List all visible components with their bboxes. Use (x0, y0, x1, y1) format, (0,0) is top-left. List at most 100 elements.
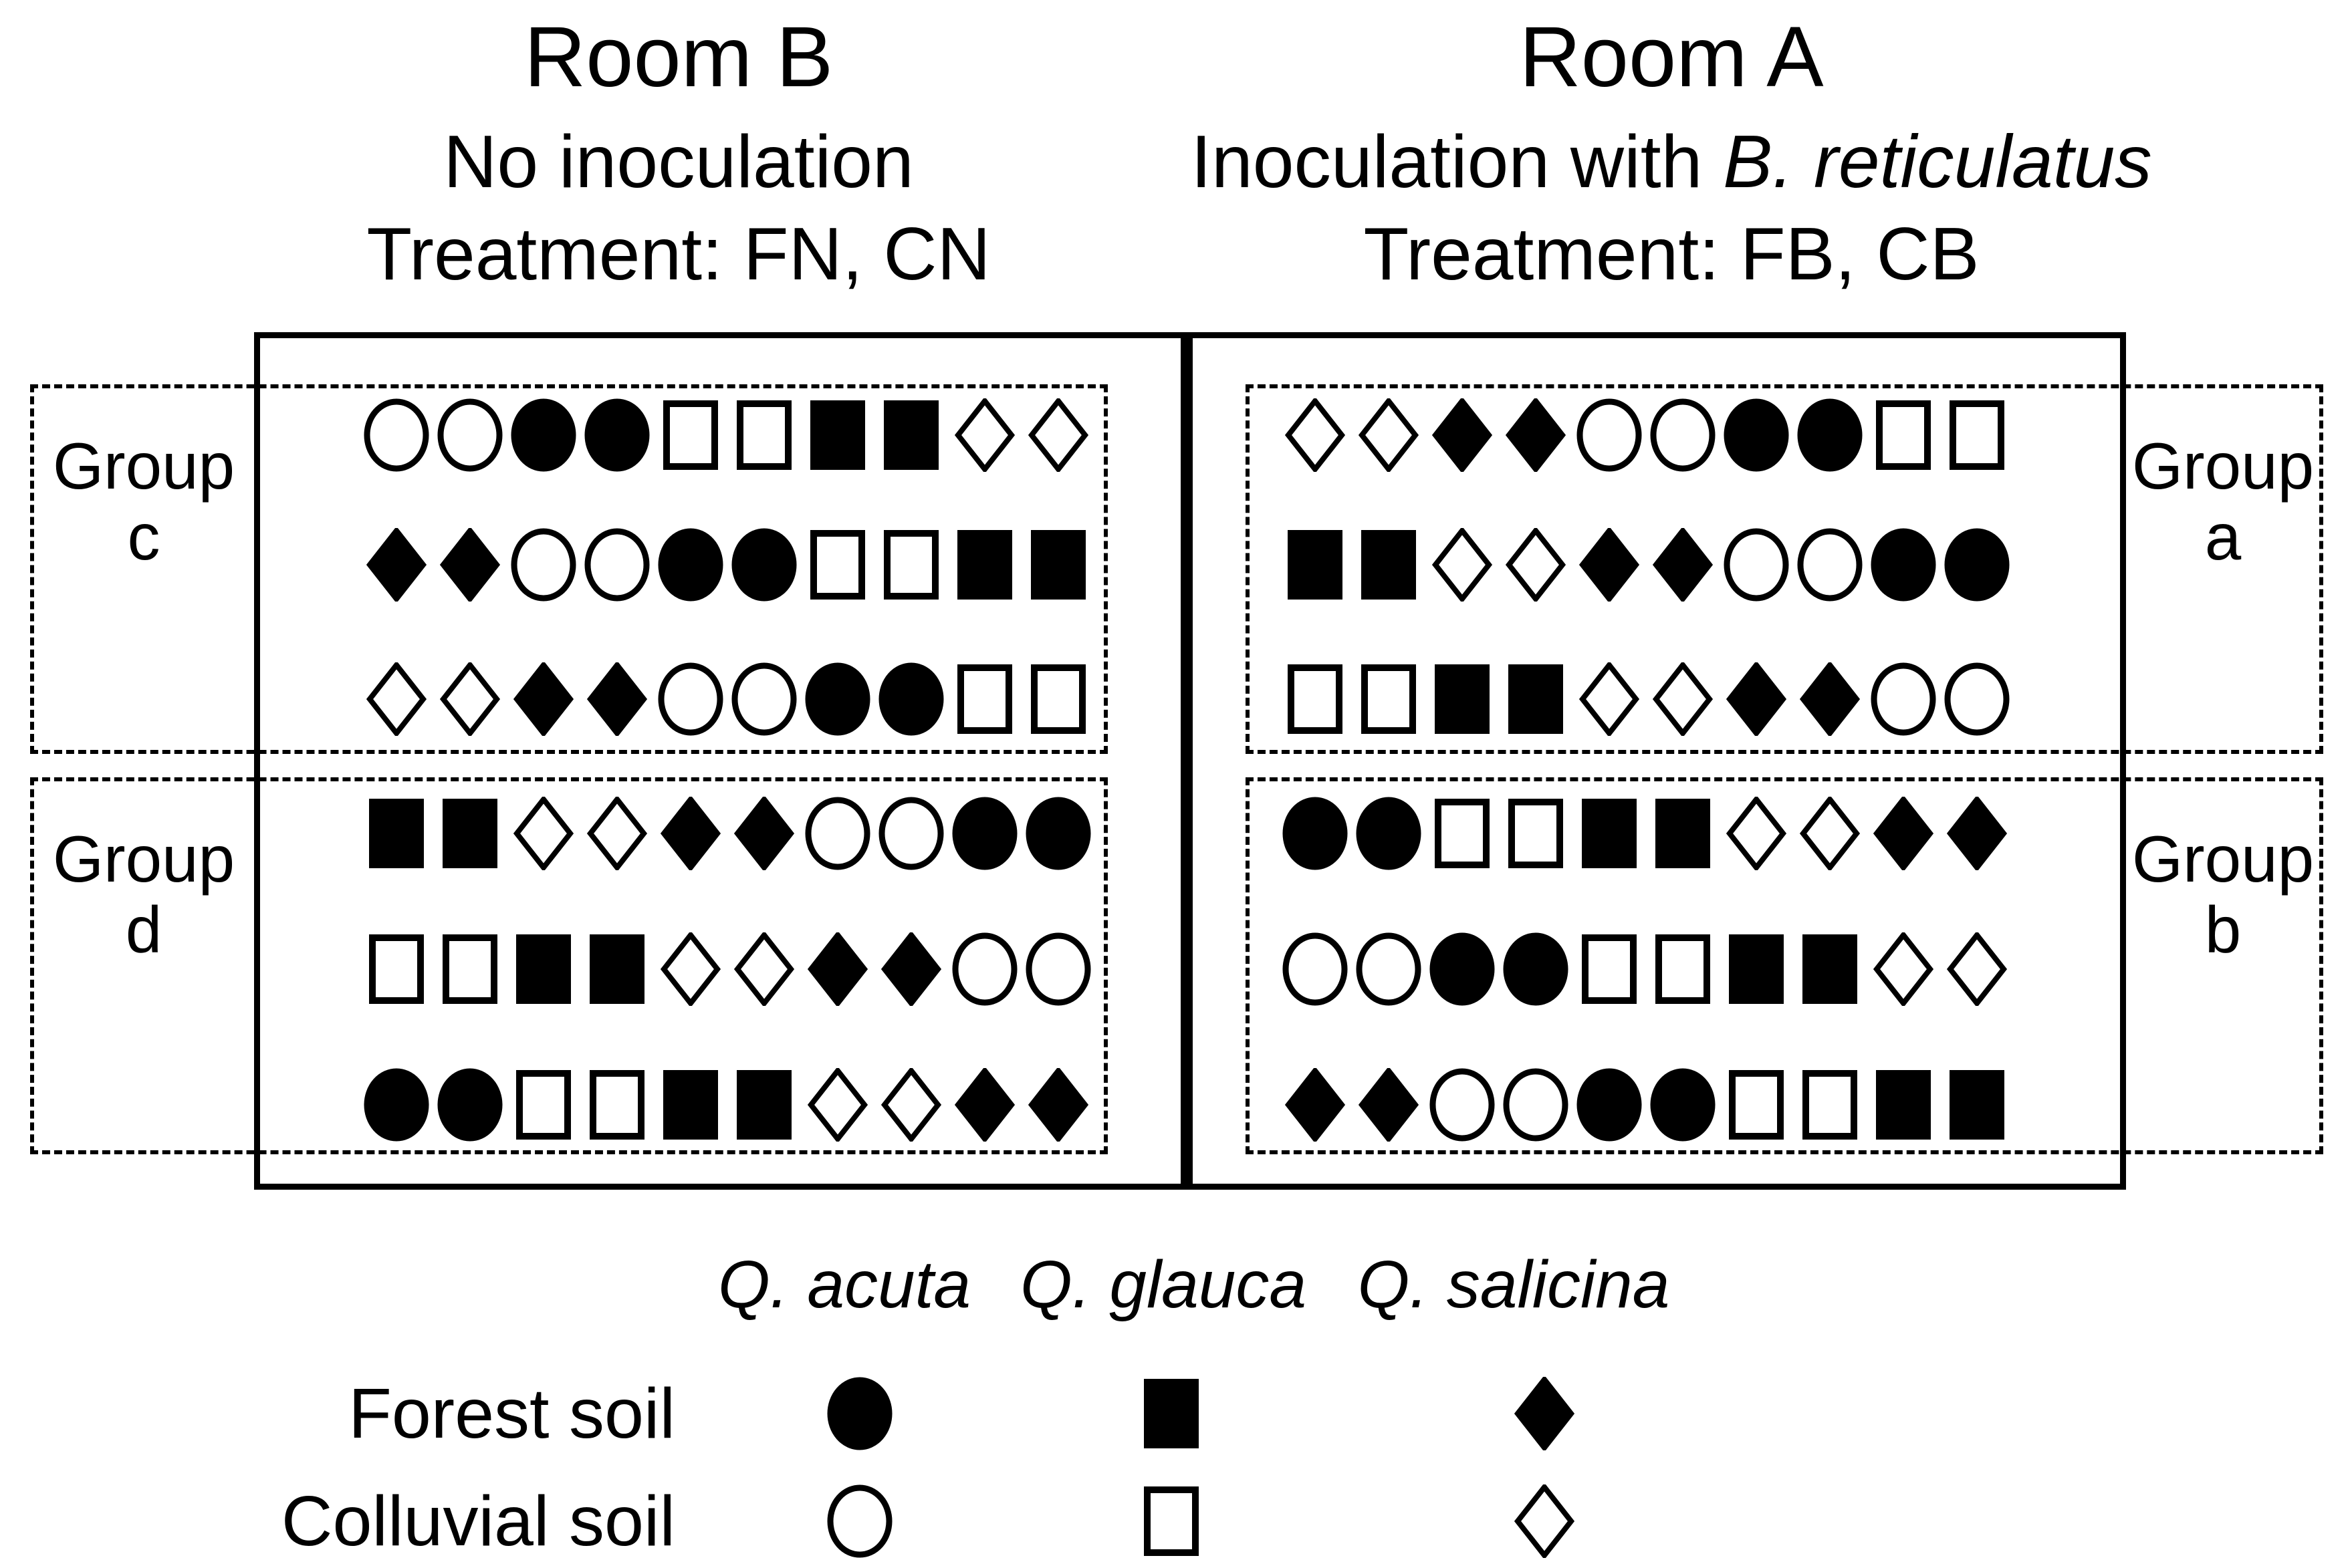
marker-diamond-filled-icon (1025, 1068, 1092, 1142)
marker-circle-filled-icon (510, 398, 577, 472)
group-d-row-3 (363, 1068, 1092, 1142)
marker-diamond-filled-icon (1576, 528, 1643, 602)
marker-circle-open-icon (731, 662, 798, 736)
group-a-label-word: Group (2131, 429, 2315, 503)
marker-diamond-open-icon (878, 1068, 945, 1142)
marker-diamond-open-icon (657, 932, 724, 1006)
marker-square-open-icon (1796, 1068, 1863, 1142)
marker-square-filled-icon (363, 797, 430, 870)
marker-square-filled-icon (1576, 797, 1643, 870)
legend-species-q-acuta: Q. acuta (718, 1247, 971, 1322)
marker-square-open-icon (363, 932, 430, 1006)
legend-species-q-glauca: Q. glauca (1020, 1247, 1307, 1322)
marker-diamond-open-icon (510, 797, 577, 870)
group-b-row-2 (1282, 932, 2010, 1006)
marker-square-filled-icon (1025, 528, 1092, 602)
marker-square-filled-icon (1138, 1377, 1205, 1450)
marker-square-filled-icon (1355, 528, 1422, 602)
marker-diamond-filled-icon (510, 662, 577, 736)
marker-circle-filled-icon (1870, 528, 1937, 602)
marker-square-filled-icon (1649, 797, 1716, 870)
marker-circle-open-icon (1502, 1068, 1569, 1142)
marker-diamond-filled-icon (951, 1068, 1018, 1142)
marker-diamond-filled-icon (1870, 797, 1937, 870)
marker-square-filled-icon (510, 932, 577, 1006)
group-a-row-2 (1282, 528, 2010, 602)
marker-diamond-filled-icon (1723, 662, 1790, 736)
marker-circle-open-icon (878, 797, 945, 870)
group-a-box (1246, 384, 2323, 754)
marker-circle-filled-icon (731, 528, 798, 602)
group-b-box (1246, 777, 2323, 1154)
marker-diamond-filled-icon (1796, 662, 1863, 736)
marker-square-open-icon (804, 528, 871, 602)
room-a-header: Room A Inoculation with B. reticulatus T… (1180, 9, 2163, 297)
marker-square-open-icon (951, 662, 1018, 736)
marker-diamond-open-icon (584, 797, 651, 870)
marker-circle-filled-icon (1723, 398, 1790, 472)
marker-diamond-open-icon (1502, 528, 1569, 602)
marker-circle-filled-icon (1429, 932, 1496, 1006)
marker-square-filled-icon (1282, 528, 1348, 602)
marker-circle-filled-icon (1649, 1068, 1716, 1142)
marker-circle-filled-icon (878, 662, 945, 736)
marker-square-filled-icon (657, 1068, 724, 1142)
marker-diamond-filled-icon (878, 932, 945, 1006)
marker-square-open-icon (437, 932, 503, 1006)
marker-circle-open-icon (510, 528, 577, 602)
marker-square-filled-icon (1429, 662, 1496, 736)
marker-square-open-icon (1025, 662, 1092, 736)
marker-circle-filled-icon (1282, 797, 1348, 870)
marker-diamond-open-icon (1025, 398, 1092, 472)
marker-square-filled-icon (1723, 932, 1790, 1006)
marker-square-open-icon (878, 528, 945, 602)
marker-square-open-icon (1355, 662, 1422, 736)
marker-circle-open-icon (1870, 662, 1937, 736)
species-name-italic: B. reticulatus (1723, 120, 2152, 204)
marker-circle-open-icon (1944, 662, 2010, 736)
group-c-box (30, 384, 1108, 754)
marker-circle-open-icon (1429, 1068, 1496, 1142)
marker-diamond-filled-icon (657, 797, 724, 870)
group-c-label-word: Group (52, 429, 235, 503)
marker-diamond-filled-icon (804, 932, 871, 1006)
marker-square-filled-icon (731, 1068, 798, 1142)
marker-diamond-open-icon (1723, 797, 1790, 870)
marker-diamond-open-icon (1649, 662, 1716, 736)
marker-square-filled-icon (437, 797, 503, 870)
marker-square-filled-icon (1944, 1068, 2010, 1142)
marker-circle-open-icon (1649, 398, 1716, 472)
marker-circle-open-icon (363, 398, 430, 472)
marker-diamond-filled-icon (1649, 528, 1716, 602)
marker-square-open-icon (1649, 932, 1716, 1006)
group-a-label-letter: a (2204, 499, 2242, 573)
marker-square-open-icon (1282, 662, 1348, 736)
marker-square-open-icon (510, 1068, 577, 1142)
marker-circle-open-icon (1796, 528, 1863, 602)
marker-diamond-open-icon (731, 932, 798, 1006)
room-b-box (254, 332, 1187, 1190)
marker-square-open-icon (1138, 1484, 1205, 1558)
legend-colluvial-soil-label: Colluvial soil (281, 1482, 675, 1561)
marker-diamond-open-icon (363, 662, 430, 736)
marker-circle-filled-icon (1796, 398, 1863, 472)
marker-circle-filled-icon (437, 1068, 503, 1142)
marker-diamond-open-icon (804, 1068, 871, 1142)
room-b-header: Room B No inoculation Treatment: FN, CN (187, 9, 1170, 297)
marker-square-open-icon (731, 398, 798, 472)
marker-circle-filled-icon (1502, 932, 1569, 1006)
marker-square-open-icon (1944, 398, 2010, 472)
marker-circle-filled-icon (804, 662, 871, 736)
group-c-row-1 (363, 398, 1092, 472)
room-b-title: Room B (523, 9, 834, 105)
marker-square-open-icon (584, 1068, 651, 1142)
marker-diamond-open-icon (1576, 662, 1643, 736)
marker-diamond-open-icon (1355, 398, 1422, 472)
subtitle-text: Inoculation with (1191, 120, 1724, 204)
marker-square-open-icon (657, 398, 724, 472)
marker-diamond-filled-icon (437, 528, 503, 602)
group-b-label-word: Group (2131, 822, 2315, 896)
marker-circle-open-icon (1355, 932, 1422, 1006)
marker-circle-open-icon (951, 932, 1018, 1006)
